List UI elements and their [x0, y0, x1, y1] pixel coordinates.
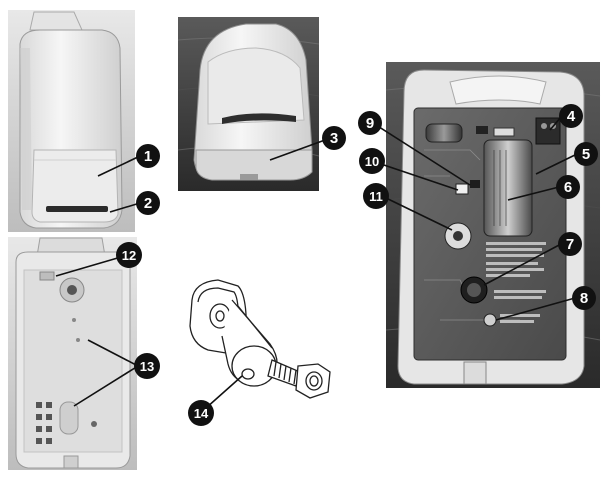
callout-1: 1: [136, 144, 160, 168]
callout-3: 3: [322, 126, 346, 150]
callout-6: 6: [556, 175, 580, 199]
callout-9-label: 9: [366, 115, 374, 132]
callout-12-label: 12: [122, 248, 136, 263]
callout-8: 8: [572, 286, 596, 310]
photo-open-circuit-board: [385, 62, 601, 388]
callout-6-label: 6: [564, 179, 572, 196]
callout-13: 13: [134, 353, 160, 379]
callout-markers: 1 2 3 4 5 6 7 8: [116, 104, 598, 426]
callout-5: 5: [574, 142, 598, 166]
callout-11: 11: [363, 183, 389, 209]
callout-5-label: 5: [582, 146, 590, 163]
callout-14: 14: [188, 400, 214, 426]
callout-4: 4: [559, 104, 583, 128]
photo-perspective-view: [177, 17, 320, 191]
callout-2-label: 2: [144, 195, 152, 212]
callout-11-label: 11: [369, 189, 383, 204]
callout-7: 7: [558, 232, 582, 256]
photo-front-view: [8, 10, 135, 232]
callout-8-label: 8: [580, 290, 588, 307]
callout-14-label: 14: [194, 406, 209, 421]
callout-4-label: 4: [567, 108, 576, 125]
callout-2: 2: [136, 191, 160, 215]
callout-3-label: 3: [330, 130, 338, 147]
callout-7-label: 7: [566, 236, 574, 253]
photo-back-shell: [8, 237, 137, 470]
callout-10-label: 10: [365, 154, 379, 169]
callout-12: 12: [116, 242, 142, 268]
callout-13-label: 13: [140, 359, 154, 374]
callout-10: 10: [359, 148, 385, 174]
callout-9: 9: [358, 111, 382, 135]
drawing-swivel-bracket: [189, 279, 331, 399]
leader-lines: [55, 116, 578, 409]
callout-1-label: 1: [144, 148, 152, 165]
